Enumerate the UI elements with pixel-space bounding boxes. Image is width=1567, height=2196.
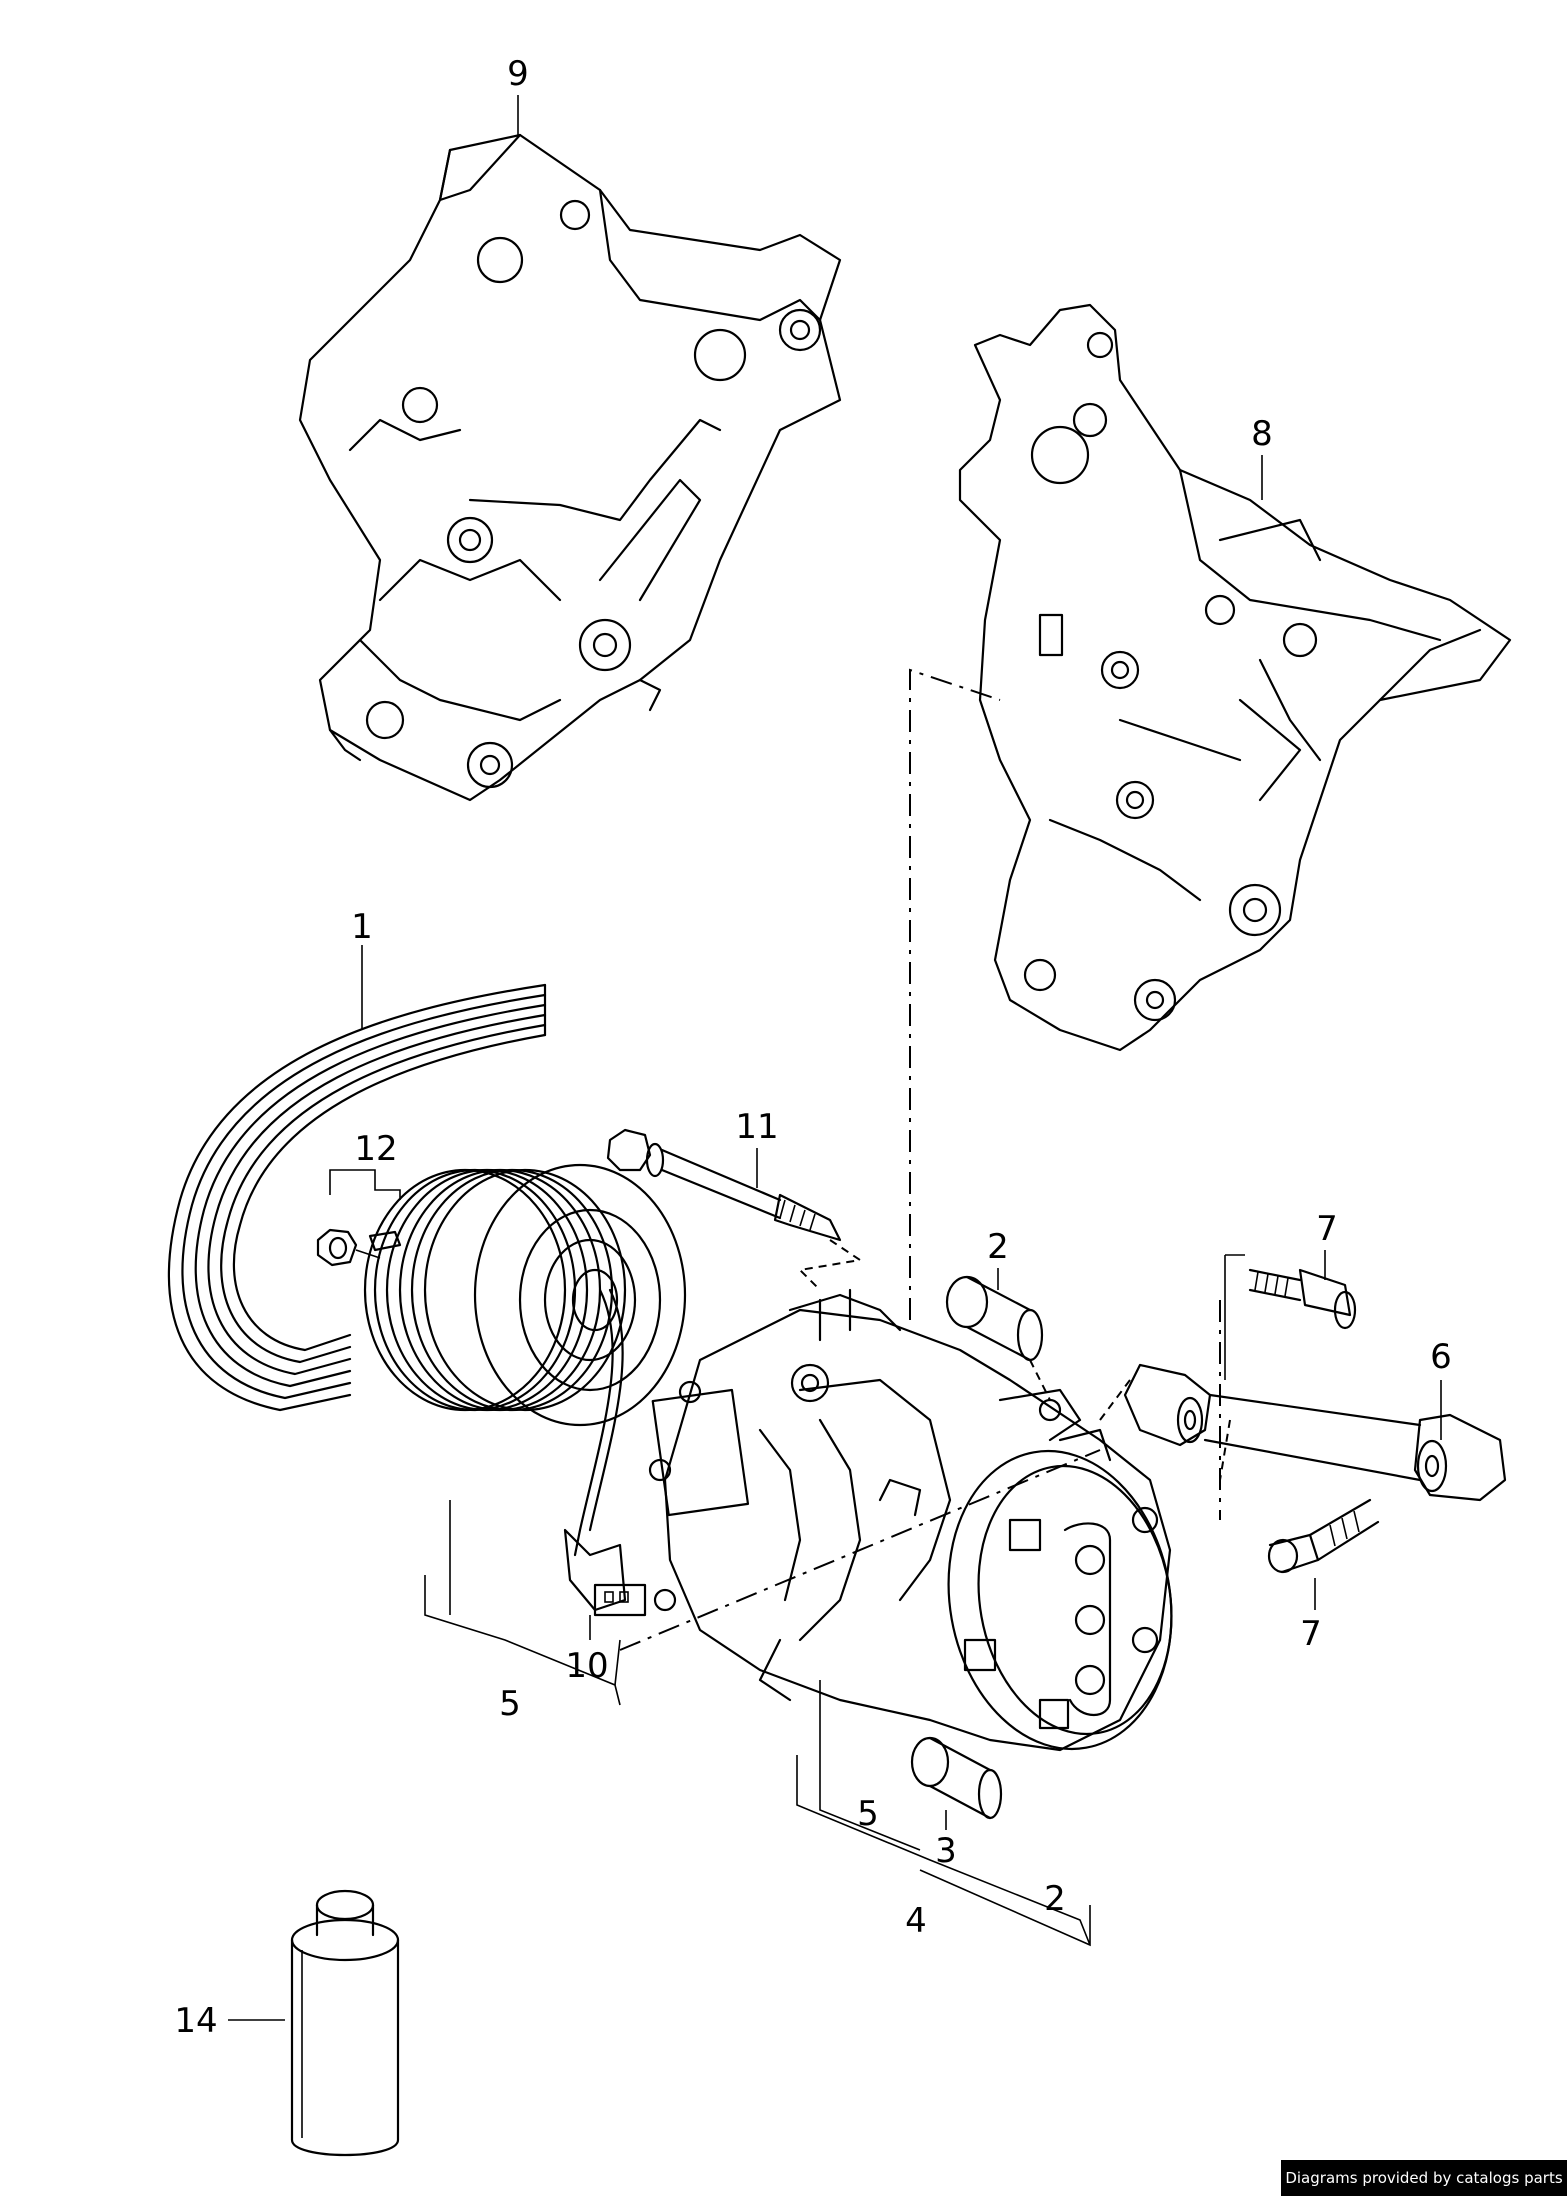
- compressor-part-4: [648, 1288, 1173, 1752]
- bolt-part-11: [606, 1128, 863, 1291]
- callout-8: 8: [1251, 414, 1273, 454]
- callout-10: 10: [565, 1646, 608, 1686]
- callout-11: 11: [735, 1107, 778, 1147]
- nut-key-part-12: [316, 1169, 402, 1267]
- link-arm-part-6: [1123, 1363, 1507, 1502]
- callout-9: 9: [507, 54, 529, 94]
- bracket-part-9: [298, 133, 842, 802]
- callout-5-left: 5: [499, 1684, 521, 1724]
- bushing-part-3: [910, 1736, 1003, 1820]
- oil-can-part-14: [290, 1889, 400, 2157]
- callout-14: 14: [174, 2001, 217, 2041]
- callout-3: 3: [935, 1831, 957, 1871]
- bolt-part-7-bottom: [1267, 1498, 1380, 1574]
- bushing-part-2-top: [945, 1275, 1051, 1401]
- callout-labels: 9 8 1 12 11 2 7 6 7 10 5 5 3 2 4 14: [174, 54, 1451, 2041]
- pulley-clutch: [363, 1163, 687, 1617]
- callout-12: 12: [354, 1129, 397, 1169]
- bolt-part-7-top: [1248, 1268, 1357, 1330]
- callout-2-bottom: 2: [1044, 1879, 1066, 1919]
- callout-2-top: 2: [987, 1227, 1009, 1267]
- callout-4: 4: [905, 1901, 927, 1941]
- drive-belt-part-1: [167, 983, 547, 1412]
- callout-1: 1: [351, 907, 373, 947]
- callout-6: 6: [1430, 1337, 1452, 1377]
- bracket-part-8: [958, 303, 1512, 1052]
- leader-lines: [228, 95, 1442, 2021]
- callout-7-bottom: 7: [1300, 1614, 1322, 1654]
- callout-7-top: 7: [1316, 1209, 1338, 1249]
- watermark-badge: Diagrams provided by catalogs parts: [1281, 2160, 1567, 2196]
- callout-5-right: 5: [857, 1794, 879, 1834]
